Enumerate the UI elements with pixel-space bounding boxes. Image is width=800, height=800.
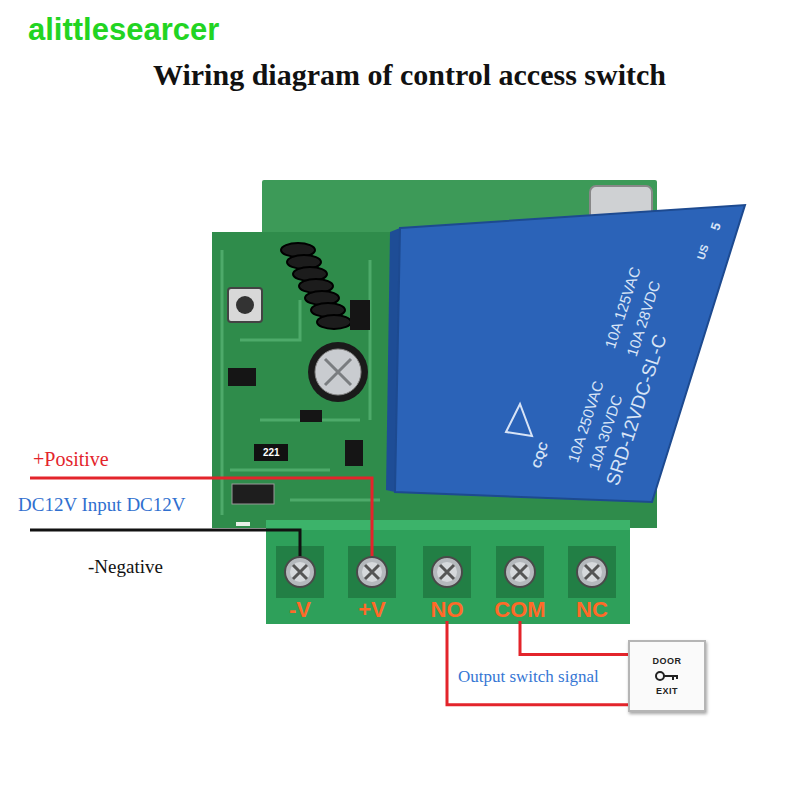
diode — [232, 484, 274, 504]
transistor — [350, 300, 370, 330]
diagram-title: Wiring diagram of control access switch — [153, 58, 666, 92]
terminal-label: -V — [270, 599, 330, 621]
terminal-label: NO — [417, 599, 477, 621]
capacitor-vent — [325, 359, 351, 385]
relay-logo — [506, 404, 532, 436]
terminal-label: +V — [342, 599, 402, 621]
screw-face — [510, 562, 530, 582]
button-text: DOOR — [653, 656, 682, 666]
output-wire — [520, 621, 628, 654]
key-blade — [664, 676, 678, 680]
power-label: DC12V Input DC12V — [18, 494, 186, 516]
screw-face — [582, 562, 602, 582]
terminal-label: COM — [490, 599, 550, 621]
button-text: EXIT — [656, 686, 678, 696]
terminal-screw — [430, 555, 464, 589]
screw-head — [432, 557, 462, 587]
terminal: COM — [490, 555, 550, 621]
smd-part — [300, 410, 322, 422]
screw-head — [285, 557, 315, 587]
terminal-screw — [503, 555, 537, 589]
ic-chip — [228, 368, 256, 386]
terminal-recess — [423, 546, 471, 598]
terminal-block-top — [266, 520, 630, 530]
capacitor-top — [315, 349, 361, 395]
terminal: -V — [270, 555, 330, 621]
terminal-screw — [355, 555, 389, 589]
screw-head — [577, 557, 607, 587]
exit-button: DOOR EXIT — [628, 640, 706, 712]
resistor — [254, 444, 288, 461]
power-label: -Negative — [88, 556, 163, 578]
screw-head — [357, 557, 387, 587]
power-label: +Positive — [33, 448, 109, 471]
screw-slot — [585, 565, 599, 579]
antenna-coil — [281, 243, 351, 329]
output-wire — [447, 621, 628, 705]
positive-wire — [30, 478, 372, 572]
negative-wire — [30, 530, 300, 572]
terminal-screw — [575, 555, 609, 589]
coil-turn — [317, 315, 351, 329]
screw-face — [362, 562, 382, 582]
screw-face — [290, 562, 310, 582]
terminal: +V — [342, 555, 402, 621]
pcb-trace — [222, 250, 380, 515]
capacitor-body — [308, 342, 368, 402]
terminal-screw — [283, 555, 317, 589]
key-icon — [654, 670, 680, 682]
screw-slot — [440, 565, 454, 579]
screw-slot — [293, 565, 307, 579]
terminal: NO — [417, 555, 477, 621]
screw-slot — [513, 565, 527, 579]
terminal: NC — [562, 555, 622, 621]
resistor-code: 221 — [263, 447, 280, 458]
watermark: alittlesearcer — [28, 12, 219, 48]
smd-part — [345, 440, 363, 466]
screw-head — [505, 557, 535, 587]
terminal-block — [266, 520, 630, 624]
silk-mark — [236, 522, 250, 526]
switch-button — [236, 296, 254, 314]
terminal-recess — [496, 546, 544, 598]
relay-body — [395, 205, 745, 502]
terminal-label: NC — [562, 599, 622, 621]
screw-face — [437, 562, 457, 582]
screw-slot — [365, 565, 379, 579]
signal-label: Output switch signal — [458, 667, 599, 687]
key-bow — [656, 672, 664, 680]
tact-switch — [228, 288, 262, 322]
terminal-recess — [568, 546, 616, 598]
